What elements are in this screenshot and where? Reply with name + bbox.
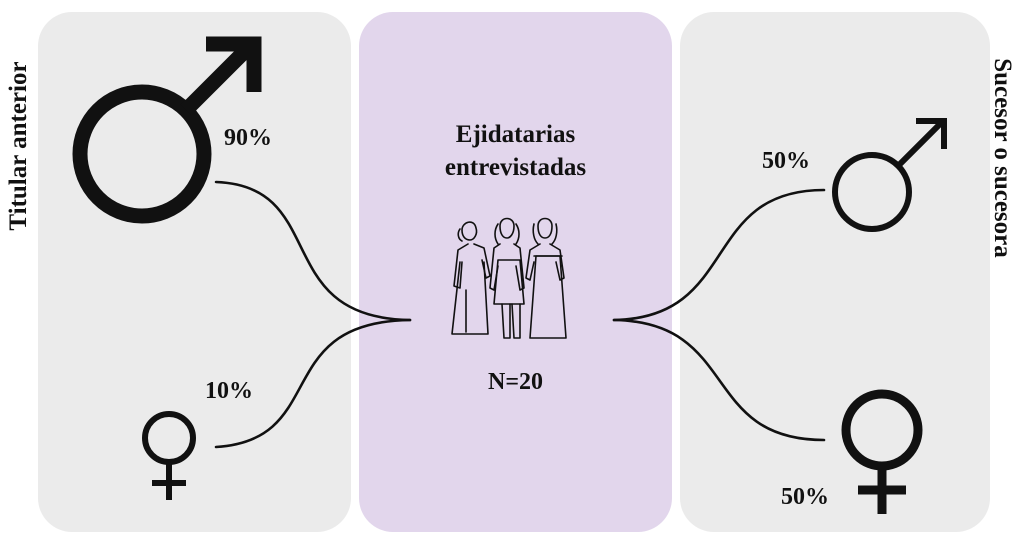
women-group-icon [451,217,567,339]
female-percent-right: 50% [781,484,829,510]
male-icon [72,36,262,224]
successor-label: Sucesor o sucesora [989,58,1016,258]
connector-center-to-female [612,318,826,442]
center-title: Ejidatarias entrevistadas [359,118,672,184]
center-title-line2: entrevistadas [444,154,587,181]
connector-male-to-center [214,180,412,322]
female-icon [841,389,923,514]
interviewed-panel [359,12,672,532]
connector-female-to-center [214,318,412,449]
male-percent-left: 90% [224,125,272,151]
center-title-line1: Ejidatarias [455,121,576,148]
sample-size: N=20 [487,369,543,395]
female-percent-left: 10% [205,378,253,404]
successor-panel [680,12,990,532]
previous-holder-label: Titular anterior [5,61,32,231]
male-icon [832,118,947,232]
female-icon [142,411,196,500]
male-percent-right: 50% [762,148,810,174]
connector-center-to-male [612,188,826,322]
